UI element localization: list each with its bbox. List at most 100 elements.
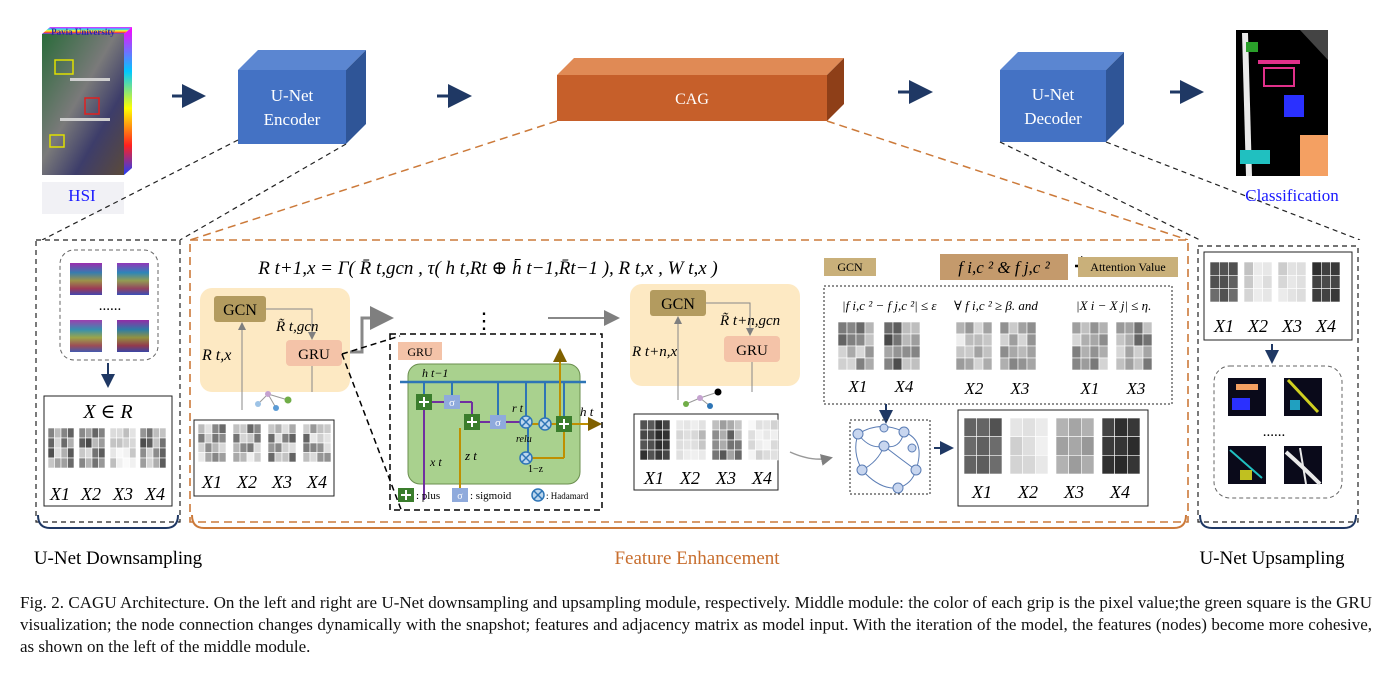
enh-x-labels-left: X1 X2 X3 X4 [201,472,327,492]
encoder-line1: U-Net [271,86,314,105]
down-x4: X4 [144,484,165,504]
gru-relu: relu [516,434,532,445]
pixel-grid [1071,321,1109,371]
legend-plus: : plus [416,490,440,502]
left-gcn-label: GCN [223,302,257,319]
enh-x-labels-mid: X1 X2 X3 X4 [643,468,772,488]
gru-h-prev: h t−1 [422,366,448,380]
up-x3: X3 [1281,316,1302,336]
decoder-line2: Decoder [1024,109,1082,128]
upsampling-label: U-Net Upsampling [1199,548,1345,569]
gru-rt: r t [512,401,524,415]
enh-right-x4: X4 [1109,482,1130,502]
pixel-grid [963,417,1003,475]
down-set-label: X ∈ R [82,401,132,423]
pair-labels: X1 X4 X2 X3 X1 X3 [848,377,1146,398]
pixel-grid [675,419,707,461]
pixel-grid [78,427,106,469]
gru-sigma-1: σ [449,397,455,409]
pixel-grid [139,427,167,469]
enh-left-x4: X4 [306,472,327,492]
feature-enhancement-module [189,239,1189,529]
right-r-tnx: R t+n,x [631,344,677,360]
up-x-labels: X1 X2 X3 X4 [1213,316,1336,336]
up-x1: X1 [1213,316,1234,336]
enh-left-x1: X1 [201,472,222,492]
up-x4: X4 [1315,316,1336,336]
downsampling-module [35,239,181,529]
down-x-labels: X1 X2 X3 X4 [49,484,165,504]
enh-mid-x3: X3 [715,468,736,488]
right-r-tilde: R̃ t+n,gcn [719,313,780,329]
down-ellipsis: ...... [99,298,122,314]
gru-one-minus-z: 1−z [528,464,544,475]
attention-value: Attention Value [1090,260,1165,274]
pixel-grid [1101,417,1141,475]
enh-mid-x2: X2 [679,468,700,488]
hsi-title: Pavia University [51,27,115,37]
pair1-a: X1 [848,377,868,396]
pixel-grid [1009,417,1049,475]
pixel-grid [47,427,75,469]
unet-encoder-box [238,50,366,144]
encoder-line2: Encoder [264,110,321,129]
pixel-grid [1243,261,1273,303]
up-ellipsis: ...... [1263,424,1286,440]
down-x3: X3 [112,484,133,504]
legend-sigmoid: : sigmoid [470,490,512,502]
hsi-image [42,27,132,214]
gru-sigma-2: σ [495,417,501,429]
gru-box-title: GRU [407,345,433,359]
pixel-grid [267,423,297,463]
pixel-grid [302,423,332,463]
downsampling-label: U-Net Downsampling [34,548,203,569]
right-gcn-label: GCN [661,296,695,313]
enh-left-x2: X2 [236,472,257,492]
down-grids [47,427,167,469]
left-r-tilde: R̃ t,gcn [275,319,319,335]
cag-box [557,58,844,121]
enh-left-x3: X3 [271,472,292,492]
enh-right-x1: X1 [971,482,992,502]
middle-dots: ⋮ [473,308,495,333]
pixel-grid [109,427,137,469]
pixel-grid [837,321,875,371]
right-gru-label: GRU [736,343,768,359]
decoder-line1: U-Net [1032,85,1075,104]
classification-label: Classification [1245,186,1339,205]
gru-ht: h t [580,404,594,419]
enh-grids [197,321,1153,475]
pixel-grid [955,321,993,371]
figure-caption: Fig. 2. CAGU Architecture. On the left a… [20,593,1372,656]
cag-label: CAG [675,91,709,108]
classification-map [1236,30,1328,176]
condition-1: |f i,c ² − f j,c ²| ≤ ε [842,298,937,313]
main-formula: R t+1,x = Γ( R̄ t,gcn , τ( h t,Rt ⊕ h̄ t… [257,258,717,279]
left-r-tx: R t,x [201,347,231,364]
gru-zt: z t [464,448,477,463]
enh-x-labels-right: X1 X2 X3 X4 [971,482,1130,502]
pair2-b: X3 [1010,379,1030,398]
pixel-grid [711,419,743,461]
pixel-grid [1277,261,1307,303]
upsampling-module [1197,245,1359,529]
pixel-grid [1055,417,1095,475]
pair1-b: X4 [894,377,914,396]
unet-decoder-box [1000,52,1124,142]
enh-right-x2: X2 [1017,482,1038,502]
top-pipeline: Pavia University HSI U-Net Encoder CAG U… [41,27,1361,240]
left-gru-label: GRU [298,347,330,363]
hsi-label: HSI [68,186,96,205]
pixel-grid [639,419,671,461]
up-grids [1209,261,1341,303]
feature-enhancement-label: Feature Enhancement [614,548,780,569]
pixel-grid [1209,261,1239,303]
enh-mid-x4: X4 [751,468,772,488]
bottom-modules: ...... X ∈ R X1 X2 X3 X4 [34,239,1359,569]
legend-hadamard: : Hadamard [546,491,589,501]
pixel-grid [1311,261,1341,303]
down-x2: X2 [80,484,101,504]
enh-right-x3: X3 [1063,482,1084,502]
pair3-a: X1 [1080,379,1100,398]
pixel-grid [883,321,921,371]
